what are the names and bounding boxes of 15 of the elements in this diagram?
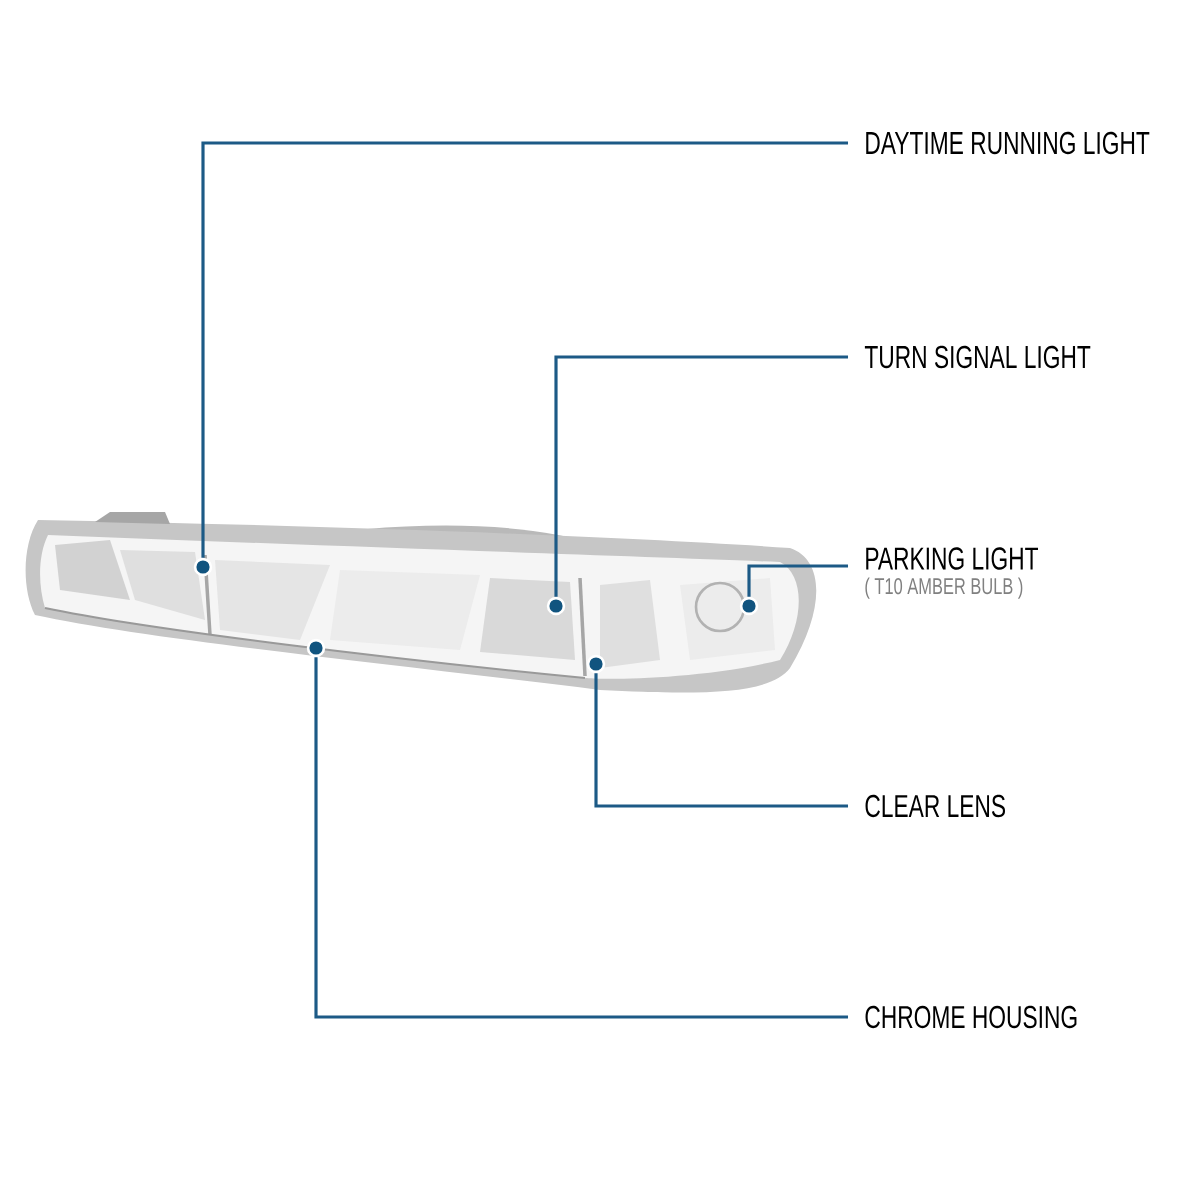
marker-dot (546, 596, 566, 616)
leader-line (594, 673, 848, 808)
marker-dot (586, 654, 606, 674)
leader-line (201, 141, 848, 558)
callout-label: PARKING LIGHT ( T10 AMBER BULB ) (865, 547, 1038, 599)
callout-label: CLEAR LENS (865, 794, 1005, 818)
marker-dot (193, 557, 213, 577)
callout-label: TURN SIGNAL LIGHT (864, 345, 1091, 369)
marker-dot (306, 638, 326, 658)
leader-line (314, 657, 848, 1019)
leader-line (554, 355, 848, 597)
marker-dot (739, 596, 759, 616)
callout-label: CHROME HOUSING (865, 1005, 1077, 1029)
callout-label: DAYTIME RUNNING LIGHT (866, 131, 1150, 155)
leader-line (747, 564, 848, 597)
